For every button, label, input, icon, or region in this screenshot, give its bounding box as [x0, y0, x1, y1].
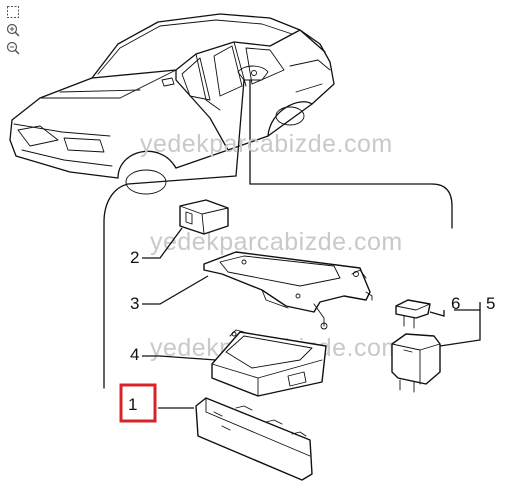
part-4-control-unit[interactable] [211, 329, 327, 397]
callout-5[interactable]: 5 [486, 294, 495, 313]
callout-6[interactable]: 6 [451, 294, 460, 313]
callout-3[interactable]: 3 [130, 294, 139, 313]
zoom-in-icon[interactable] [4, 22, 22, 38]
callout-1[interactable]: 1 [128, 395, 137, 414]
part-1-panel-strip[interactable] [195, 397, 313, 481]
part-6-fuse[interactable] [395, 299, 431, 329]
zoom-toolbar [4, 4, 24, 56]
leader-lines [142, 227, 481, 409]
part-3-bracket[interactable] [203, 251, 373, 330]
part-2-relay[interactable] [179, 199, 229, 235]
zoom-out-icon[interactable] [4, 40, 22, 56]
callout-2[interactable]: 2 [130, 248, 139, 267]
zoom-frame [103, 175, 453, 389]
callout-4[interactable]: 4 [130, 345, 139, 364]
watermark-text: yedekparcabizde.com [150, 228, 403, 256]
car-illustration [9, 13, 335, 195]
fit-screen-icon[interactable] [4, 4, 22, 20]
part-5-relay-cube[interactable] [391, 333, 441, 393]
watermark-text: yedekparcabizde.com [140, 130, 393, 158]
callout-1-highlight-box [119, 383, 157, 423]
